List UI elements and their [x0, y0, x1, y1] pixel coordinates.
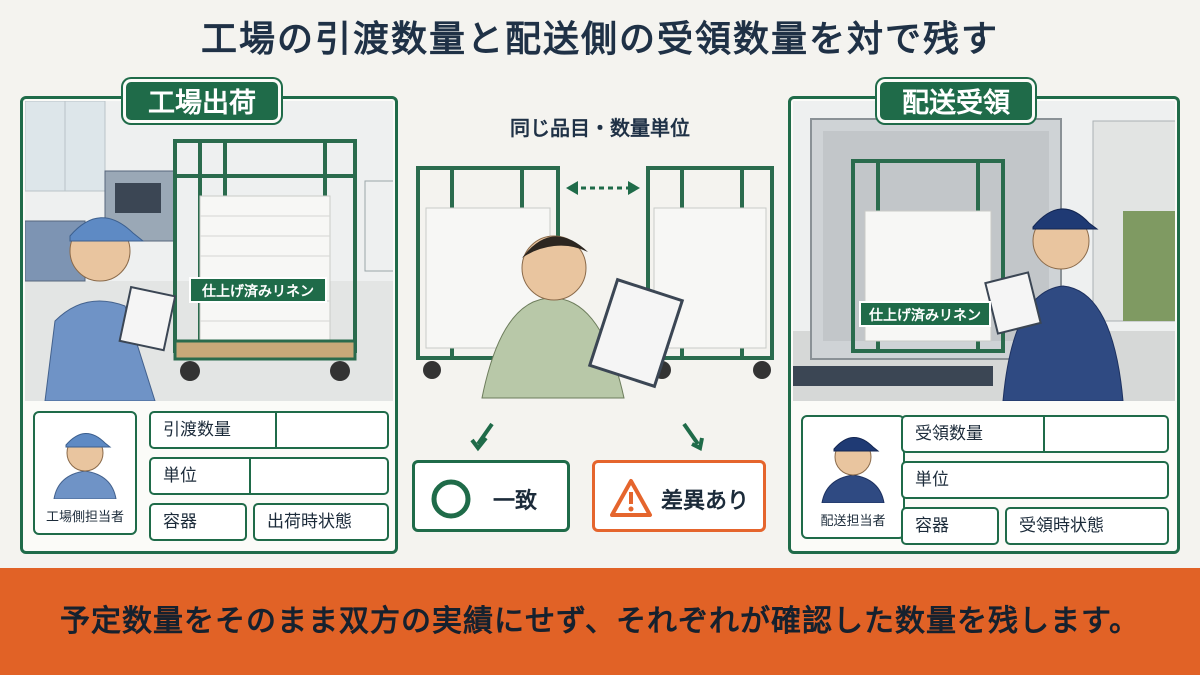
factory-staff-label: 工場側担当者 — [45, 510, 124, 525]
warning-icon — [610, 479, 652, 517]
factory-unit-label: 単位 — [163, 466, 197, 486]
factory-container-field[interactable]: 容器 — [149, 503, 247, 541]
received-qty-field[interactable]: 受領数量 — [901, 415, 1169, 453]
factory-staff-icon — [53, 433, 117, 499]
factory-staff-avatar: 工場側担当者 — [33, 411, 137, 535]
delivery-staff-label: 配送担当者 — [820, 514, 886, 529]
factory-panel: 仕上げ済みリネン 工場側担当者 引渡数量 単位 容器 出荷時状態 工場出荷 — [20, 79, 398, 554]
factory-scene: 仕上げ済みリネン — [25, 101, 393, 401]
match-result-box: 一致 — [412, 460, 570, 532]
mismatch-result-box: 差異あり — [592, 460, 766, 532]
delivery-staff-avatar: 配送担当者 — [801, 415, 905, 539]
received-qty-label: 受領数量 — [915, 424, 983, 444]
delivery-cart-label: 仕上げ済みリネン — [859, 301, 991, 327]
factory-unit-field[interactable]: 単位 — [149, 457, 389, 495]
factory-cart-label: 仕上げ済みリネン — [189, 277, 327, 303]
shipping-condition-label: 出荷時状態 — [267, 512, 352, 532]
mismatch-label: 差異あり — [661, 489, 750, 514]
delivery-container-field[interactable]: 容器 — [901, 507, 999, 545]
delivery-container-label: 容器 — [915, 516, 949, 536]
comparison-illustration — [416, 166, 774, 452]
delivery-scene: 仕上げ済みリネン — [793, 101, 1175, 401]
delivery-unit-field[interactable]: 単位 — [901, 461, 1169, 499]
delivery-panel: 仕上げ済みリネン 配送担当者 受領数量 単位 容器 受領時状態 配送受領 — [788, 79, 1180, 554]
delivery-unit-label: 単位 — [915, 470, 949, 490]
page-title: 工場の引渡数量と配送側の受領数量を対で残す — [200, 19, 999, 60]
shipping-condition-field[interactable]: 出荷時状態 — [253, 503, 389, 541]
summary-banner: 予定数量をそのまま双方の実績にせず、それぞれが確認した数量を残します。 — [0, 568, 1200, 675]
match-label: 一致 — [493, 489, 538, 514]
delivery-staff-icon — [821, 437, 885, 503]
receiving-condition-label: 受領時状態 — [1019, 516, 1104, 536]
receiving-condition-field[interactable]: 受領時状態 — [1005, 507, 1169, 545]
handover-qty-label: 引渡数量 — [163, 420, 231, 440]
factory-container-label: 容器 — [163, 512, 197, 532]
factory-shipping-tag: 工場出荷 — [123, 79, 281, 123]
same-item-unit-label: 同じ品目・数量単位 — [510, 116, 690, 140]
delivery-receipt-tag: 配送受領 — [877, 79, 1035, 123]
circle-ok-icon — [431, 479, 471, 519]
handover-qty-field[interactable]: 引渡数量 — [149, 411, 389, 449]
